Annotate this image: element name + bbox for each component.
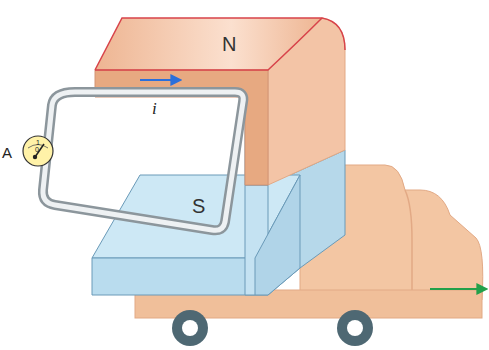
pole-face: S [180, 192, 220, 220]
meter-dial [23, 136, 53, 166]
ammeter: A10 [22, 135, 54, 167]
node-label: A [2, 145, 12, 160]
scale-mark: 1 [36, 139, 40, 146]
current-label: i [152, 100, 157, 117]
north-pole-piece [95, 18, 345, 185]
velocity-arrow [430, 288, 486, 290]
node-label: S [192, 196, 205, 216]
wire-loop [43, 92, 243, 230]
scale-mark: 0 [35, 146, 39, 153]
current-arrow [140, 79, 180, 81]
needle-pivot [33, 155, 37, 159]
pole-face: N [210, 30, 250, 58]
node-label: N [222, 34, 236, 54]
